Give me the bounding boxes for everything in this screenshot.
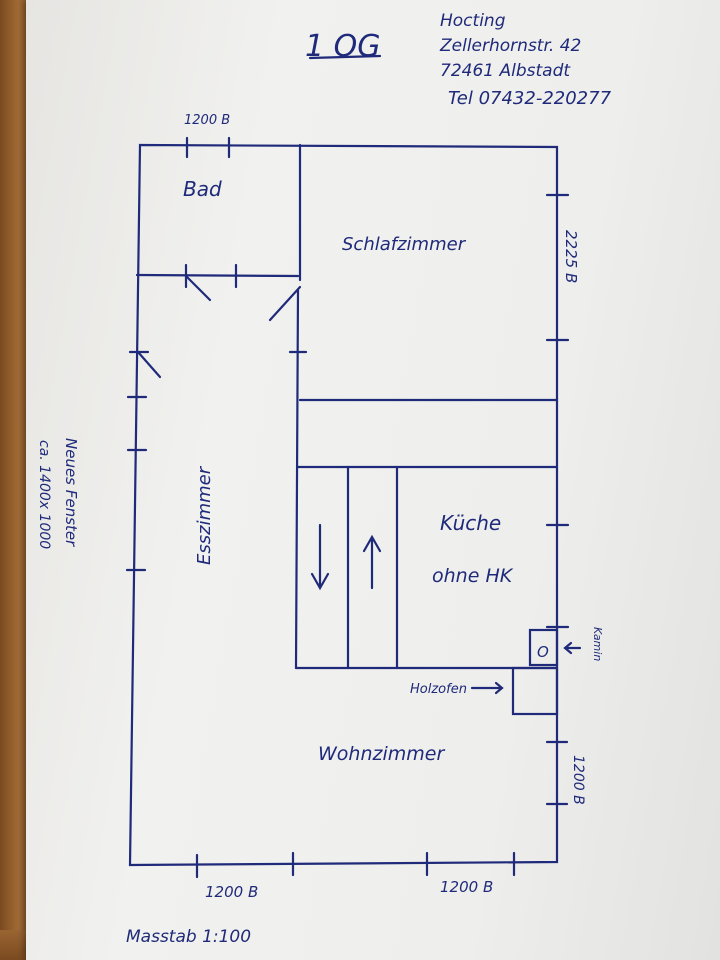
- room-label-esszimmer: Esszimmer: [194, 465, 215, 565]
- new-window-size: ca. 1400x 1000: [36, 440, 52, 549]
- holzofen-arrow: [470, 681, 504, 695]
- stair-arrow-up: [362, 534, 382, 590]
- window-label-bottom-left: 1200 B: [205, 883, 258, 901]
- room-label-schlafzimmer: Schlafzimmer: [342, 234, 467, 255]
- oven-symbol: O: [537, 643, 549, 661]
- table-surface-left: [0, 0, 30, 960]
- stair-arrow-down: [310, 523, 330, 591]
- door-swing: [184, 274, 212, 302]
- new-window-note: Neues Fenster: [62, 438, 80, 547]
- door-swing: [136, 350, 162, 379]
- floor-title: 1 OG: [305, 29, 380, 64]
- holzofen-label: Holzofen: [410, 682, 467, 697]
- room-label-kueche: Küche: [440, 511, 501, 535]
- wall-bad-bottom: [135, 273, 300, 278]
- window-label-bottom-right: 1200 B: [440, 878, 493, 896]
- floor-underline: [308, 54, 382, 60]
- window-label-top: 1200 B: [184, 113, 230, 128]
- room-label-kueche-note: ohne HK: [432, 565, 514, 587]
- address-line: Zellerhornstr. 42: [439, 36, 581, 56]
- door-swing: [268, 285, 302, 322]
- window-label-right-upper: 2225 B: [562, 230, 580, 283]
- room-label-bad: Bad: [183, 177, 222, 201]
- outer-wall: [128, 143, 559, 867]
- kamin-box: [528, 628, 559, 667]
- paper-sheet: [26, 0, 720, 960]
- wall-esszimmer-right: [294, 288, 300, 670]
- room-label-wohnzimmer: Wohnzimmer: [318, 743, 445, 765]
- kamin-label: Kamin: [591, 627, 604, 661]
- window-label-right-lower: 1200 B: [570, 755, 586, 805]
- scale-label: Masstab 1:100: [126, 927, 251, 947]
- holzofen-box: [511, 666, 559, 716]
- address-line: Hocting: [440, 11, 506, 31]
- address-line: 72461 Albstadt: [440, 61, 571, 81]
- address-line: Tel 07432-220277: [448, 88, 612, 109]
- kamin-arrow: [563, 641, 582, 655]
